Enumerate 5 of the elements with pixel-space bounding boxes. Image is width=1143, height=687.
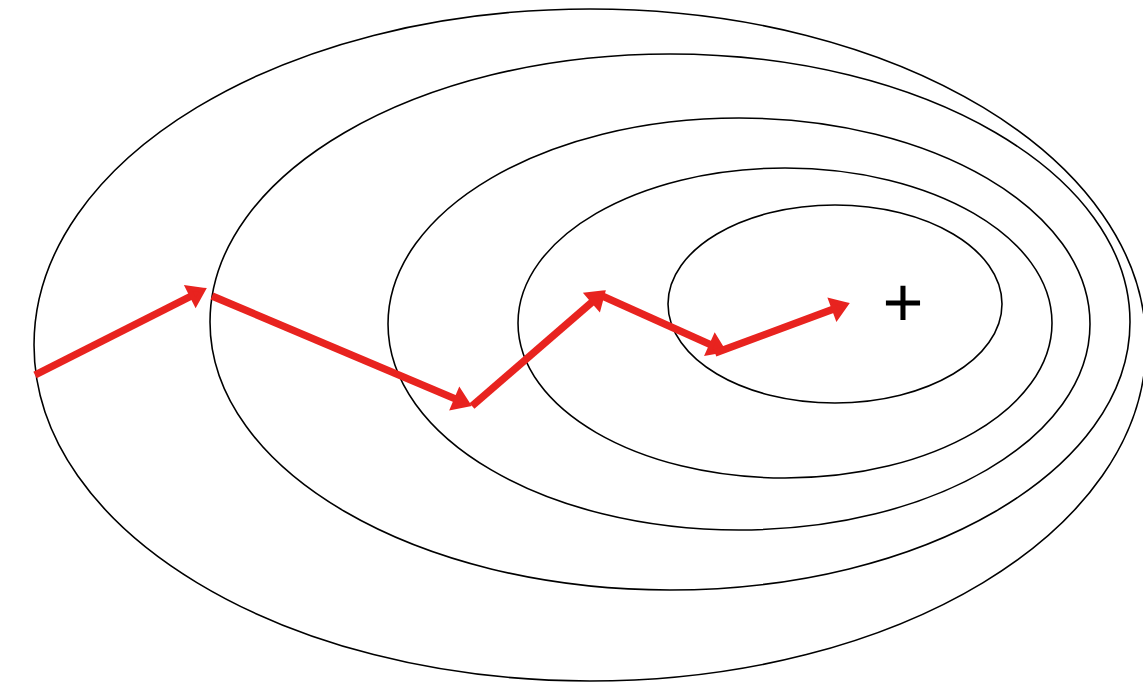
contour-ellipse	[667, 204, 1003, 404]
contour-ellipse	[387, 117, 1091, 531]
contour-ellipse	[209, 53, 1131, 591]
contour-ellipse	[517, 167, 1053, 479]
minimum-mark: +	[885, 285, 921, 321]
